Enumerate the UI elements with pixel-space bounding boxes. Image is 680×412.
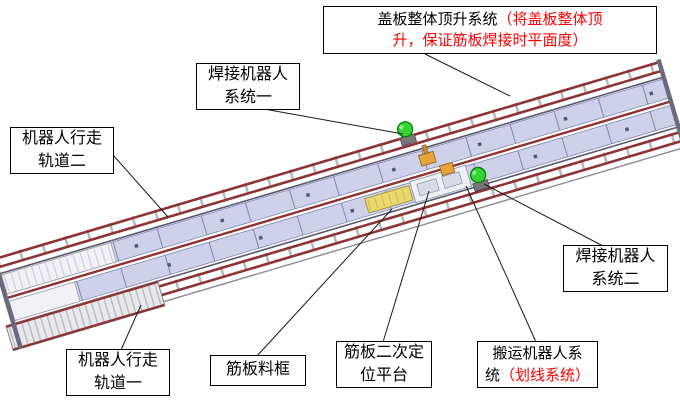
upper-panel-fittings	[134, 87, 667, 249]
leader-weld-robot-2	[483, 183, 604, 247]
label-transfer-robot: 搬运机器人系 统（划线系统）	[477, 341, 598, 388]
label-track-1: 机器人行走 轨道一	[66, 349, 170, 396]
track1-rail-outer	[19, 139, 680, 339]
label-track-2: 机器人行走 轨道二	[10, 127, 114, 174]
machine-end-left	[0, 255, 23, 350]
leader-weld-robot-1	[263, 108, 404, 135]
label-weld-robot-2: 焊接机器人 系统二	[563, 245, 668, 292]
label-weld-robot-1-text: 焊接机器人 系统一	[207, 65, 288, 106]
bed-top-edge	[0, 76, 663, 275]
machine-end-right	[656, 58, 680, 147]
transfer-robot-text-red: （划线系统）	[500, 366, 591, 384]
leader-rib-frame	[256, 208, 393, 357]
manipulator-arm-1-mast	[421, 144, 429, 155]
welding-robot-1	[396, 121, 418, 147]
platform-fixture-1	[416, 178, 440, 197]
transfer-robot-text-1: 搬运机器人系	[492, 345, 583, 363]
leader-track-2	[112, 154, 169, 218]
label-weld-robot-2-text: 焊接机器人 系统二	[575, 247, 656, 288]
label-track-1-text: 机器人行走 轨道一	[77, 351, 158, 392]
mid-rail	[7, 100, 671, 299]
front-edge	[21, 147, 680, 345]
welding-robot-2-highlight	[472, 170, 477, 176]
manipulator-arm-1	[418, 144, 437, 167]
machine-assembly	[0, 58, 680, 352]
manipulator-arm-2-body	[438, 161, 456, 177]
label-positioning-platform: 筋板二次定 位平台	[336, 341, 432, 388]
welding-robot-1-highlight	[399, 125, 404, 130]
label-track-2-text: 机器人行走 轨道二	[21, 129, 102, 170]
platform-fixture-2	[441, 171, 463, 189]
secondary-positioning-platform	[409, 164, 473, 204]
leader-lines	[112, 53, 604, 357]
lift-system-note-part2: 升，保证筋板焊接时平面度）	[392, 32, 588, 49]
manipulator-arm-2	[438, 161, 456, 177]
leader-transfer-robot	[465, 185, 537, 343]
leader-positioning-platform	[382, 190, 430, 343]
label-rib-frame: 筋板料框	[210, 355, 306, 386]
leader-lift-system	[424, 53, 511, 97]
cover-panels-lower-empty-section	[8, 281, 81, 322]
lift-system-note-part1: （将盖板整体顶	[497, 10, 603, 28]
conveyor-rail-bottom	[12, 303, 165, 351]
rib-plate-frame	[364, 184, 414, 214]
infeed-conveyor	[5, 280, 166, 352]
track2-rail-inner	[0, 69, 661, 269]
track1-rail-inner	[16, 131, 680, 330]
conveyor-rail-top	[5, 280, 159, 328]
label-transfer-robot-line2: 统（划线系统）	[485, 365, 590, 386]
label-lift-system: 盖板整体顶升系统（将盖板整体顶 升，保证筋板焊接时平面度）	[323, 6, 657, 54]
label-lift-system-line1: 盖板整体顶升系统（将盖板整体顶	[377, 9, 602, 30]
leader-track-1	[120, 304, 142, 351]
label-transfer-robot-line1: 搬运机器人系	[492, 343, 582, 364]
bed-bottom-edge	[15, 126, 678, 324]
label-rib-frame-text: 筋板料框	[225, 361, 290, 379]
transfer-robot-text-2: 统	[484, 366, 500, 384]
label-weld-robot-1: 焊接机器人 系统一	[196, 63, 300, 110]
lift-system-title: 盖板整体顶升系统	[377, 10, 498, 28]
label-positioning-platform-text: 筋板二次定 位平台	[343, 343, 424, 384]
welding-robot-2	[469, 166, 490, 192]
